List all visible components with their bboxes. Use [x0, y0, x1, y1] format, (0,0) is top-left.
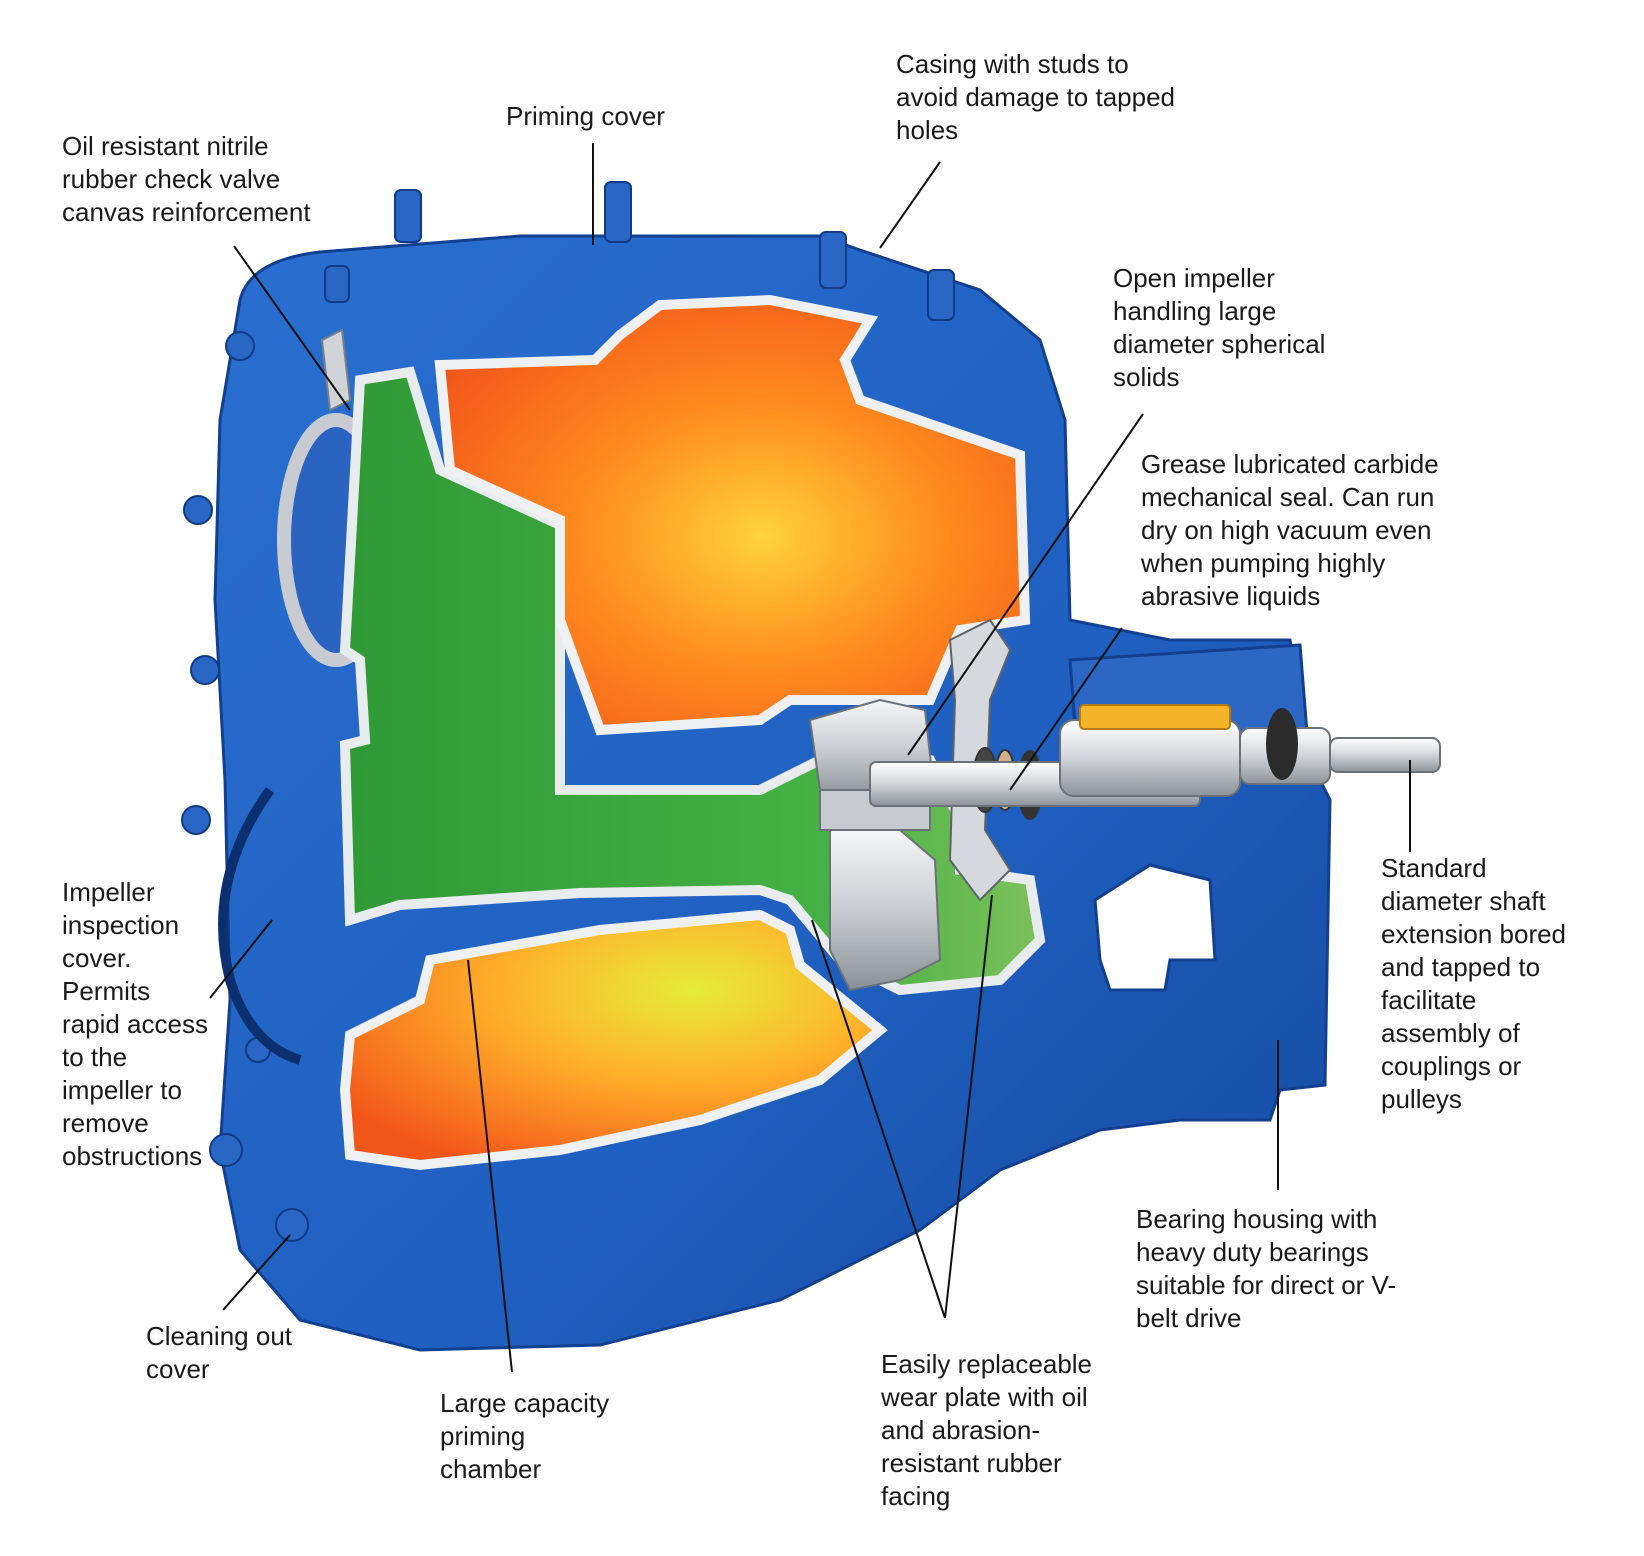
label-casing-studs: Casing with studs to avoid damage to tap…	[896, 49, 1175, 145]
label-check-valve: Oil resistant nitrile rubber check valve…	[62, 131, 311, 227]
label-cleaning-cover: Cleaning out cover	[146, 1321, 292, 1384]
label-shaft-extension: Standard diameter shaft extension bored …	[1381, 853, 1567, 1114]
label-bearing-housing: Bearing housing with heavy duty bearings…	[1136, 1204, 1397, 1333]
label-open-impeller: Open impeller handling large diameter sp…	[1113, 263, 1326, 392]
leader-lines	[209, 143, 1411, 1373]
inspection-cover	[218, 787, 302, 1065]
label-inspection-cover: Impeller inspection cover. Permits rapid…	[62, 877, 208, 1171]
label-priming-cover: Priming cover	[506, 101, 665, 131]
casing-studs	[181, 181, 955, 1242]
lower-volute	[339, 909, 888, 1171]
upper-volute	[434, 294, 1031, 736]
label-priming-chamber: Large capacity priming chamber	[440, 1388, 610, 1484]
shaft	[869, 704, 1441, 807]
label-mechanical-seal: Grease lubricated carbide mechanical sea…	[1141, 449, 1439, 611]
label-wear-plate: Easily replaceable wear plate with oil a…	[881, 1349, 1093, 1511]
